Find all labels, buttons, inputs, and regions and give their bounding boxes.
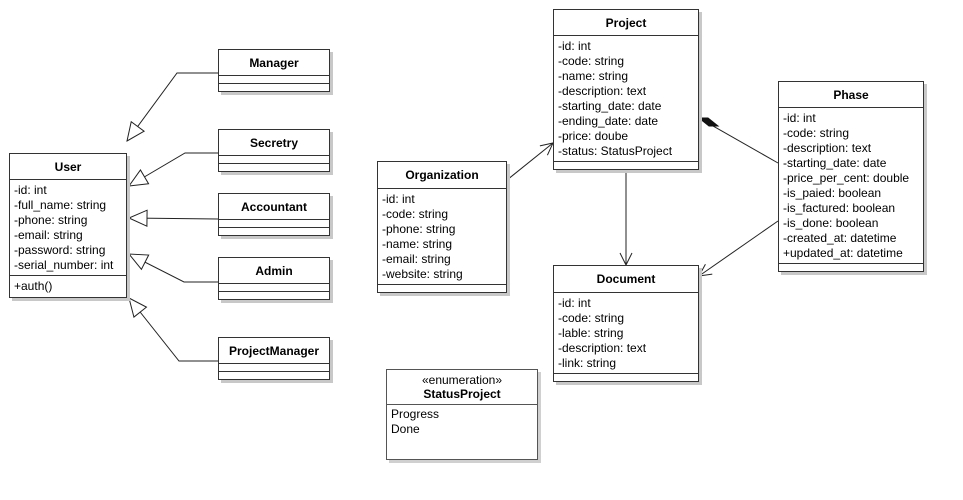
composition-diamond <box>697 117 720 127</box>
enum-stereotype: «enumeration» <box>421 373 503 387</box>
edge-projectmanager-user <box>129 298 218 362</box>
class-manager[interactable]: Manager <box>218 49 330 92</box>
attribute: +updated_at: datetime <box>783 246 903 260</box>
edge-secretry-user <box>129 152 218 186</box>
organization-attributes: -id: int -code: string -phone: string -n… <box>378 189 506 285</box>
attribute: -id: int <box>783 111 816 125</box>
attribute: -is_paied: boolean <box>783 186 882 200</box>
class-name: Document <box>554 266 698 293</box>
class-name: Phase <box>779 82 923 108</box>
class-name: User <box>10 154 126 180</box>
attribute: -link: string <box>558 356 617 370</box>
edge-manager-user <box>127 72 218 141</box>
attribute: -serial_number: int <box>14 258 114 272</box>
user-attributes: -id: int -full_name: string -phone: stri… <box>10 180 126 276</box>
attribute: -password: string <box>14 243 106 257</box>
attribute: -email: string <box>14 228 83 242</box>
enum-value: Progress <box>391 407 440 421</box>
attribute: -price_per_cent: double <box>783 171 910 185</box>
class-secretry[interactable]: Secretry <box>218 129 330 172</box>
edge-admin-user <box>129 254 218 283</box>
attribute: -phone: string <box>382 222 456 236</box>
class-organization[interactable]: Organization -id: int -code: string -pho… <box>377 161 507 293</box>
operation: +auth() <box>14 279 53 293</box>
edge-accountant-user <box>129 218 219 219</box>
attribute: -id: int <box>558 296 591 310</box>
class-accountant[interactable]: Accountant <box>218 193 330 236</box>
class-name: Manager <box>219 50 329 76</box>
attribute: -code: string <box>558 54 625 68</box>
attribute: -website: string <box>382 267 463 281</box>
class-name: Secretry <box>219 130 329 156</box>
class-phase[interactable]: Phase -id: int -code: string -descriptio… <box>778 81 924 272</box>
attribute: -description: text <box>783 141 872 155</box>
class-user[interactable]: User -id: int -full_name: string -phone:… <box>9 153 127 298</box>
attribute: -code: string <box>382 207 449 221</box>
attribute: -code: string <box>558 311 625 325</box>
attribute: -name: string <box>558 69 629 83</box>
class-document[interactable]: Document -id: int -code: string -lable: … <box>553 265 699 382</box>
class-name: Organization <box>378 162 506 189</box>
attribute: -full_name: string <box>14 198 107 212</box>
class-name: Accountant <box>219 194 329 220</box>
attribute: -id: int <box>382 192 415 206</box>
attribute: -id: int <box>558 39 591 53</box>
class-name: ProjectManager <box>219 338 329 364</box>
attribute: -id: int <box>14 183 47 197</box>
attribute: -starting_date: date <box>783 156 887 170</box>
attribute: -code: string <box>783 126 850 140</box>
attribute: -email: string <box>382 252 451 266</box>
attribute: -status: StatusProject <box>558 144 673 158</box>
edge-phase-document <box>699 220 779 276</box>
attribute: -lable: string <box>558 326 624 340</box>
attribute: -is_done: boolean <box>783 216 879 230</box>
class-admin[interactable]: Admin <box>218 257 330 300</box>
class-name: Admin <box>219 258 329 284</box>
phase-attributes: -id: int -code: string -description: tex… <box>779 108 923 264</box>
document-attributes: -id: int -code: string -lable: string -d… <box>554 293 698 374</box>
attribute: -description: text <box>558 341 647 355</box>
project-attributes: -id: int -code: string -name: string -de… <box>554 36 698 162</box>
edge-organization-project <box>506 143 553 181</box>
attribute: -starting_date: date <box>558 99 662 113</box>
class-projectmanager[interactable]: ProjectManager <box>218 337 330 380</box>
class-project[interactable]: Project -id: int -code: string -name: st… <box>553 9 699 170</box>
user-operations: +auth() <box>10 276 126 297</box>
enum-values: Progress Done <box>387 405 537 439</box>
class-name: Project <box>554 10 698 36</box>
attribute: -phone: string <box>14 213 88 227</box>
enum-name: StatusProject <box>387 387 537 405</box>
enum-value: Done <box>391 422 420 436</box>
attribute: -name: string <box>382 237 453 251</box>
attribute: -description: text <box>558 84 647 98</box>
attribute: -is_factured: boolean <box>783 201 896 215</box>
attribute: -ending_date: date <box>558 114 659 128</box>
attribute: -created_at: datetime <box>783 231 897 245</box>
enum-statusproject[interactable]: «enumeration» StatusProject Progress Don… <box>386 369 538 460</box>
attribute: -price: doube <box>558 129 629 143</box>
